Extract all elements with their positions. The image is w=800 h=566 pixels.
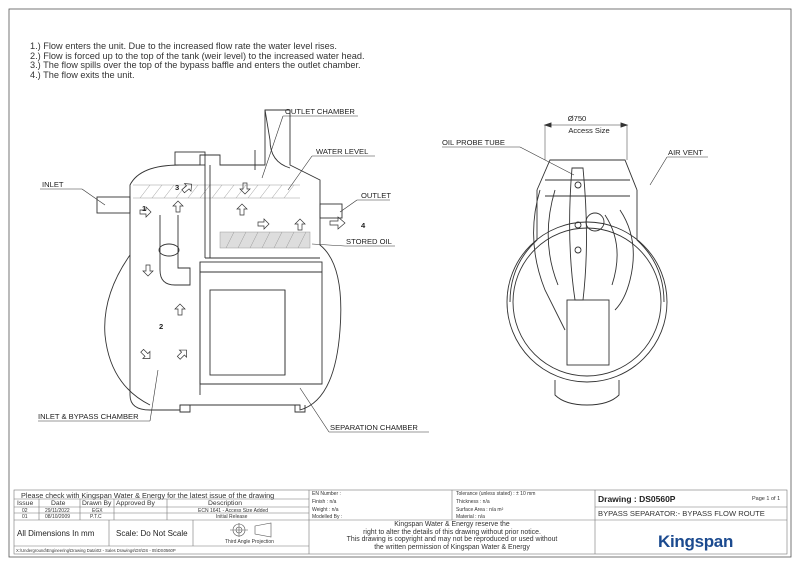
flow-arrows xyxy=(139,182,346,360)
stored-oil-band xyxy=(219,231,311,249)
copyright-notice: Kingspan Water & Energy reserve the righ… xyxy=(309,521,595,551)
flow-step-3: 3 xyxy=(175,183,179,192)
row-1-description: ECN 1641 - Access Size Added xyxy=(198,508,269,514)
end-view xyxy=(442,122,708,406)
brand-name: Kingspan xyxy=(658,532,734,551)
label-separation-chamber: SEPARATION CHAMBER xyxy=(330,423,418,432)
label-inlet-bypass-chamber: INLET & BYPASS CHAMBER xyxy=(38,412,139,421)
header-description: Description xyxy=(208,500,242,507)
row-1-date: 29/11/2022 xyxy=(45,508,70,514)
copyright-line-4: the written permission of Kingspan Water… xyxy=(374,543,530,551)
header-drawn-by: Drawn By xyxy=(82,500,112,507)
header-issue: Issue xyxy=(17,500,34,507)
label-outlet: OUTLET xyxy=(361,191,391,200)
row-2-drawn-by: P.T.C xyxy=(90,514,102,520)
flow-step-4: 4 xyxy=(361,221,366,230)
label-stored-oil: STORED OIL xyxy=(346,237,392,246)
projection-symbol xyxy=(230,522,272,538)
modelled-by: Modelled By : xyxy=(312,514,343,520)
flow-step-2: 2 xyxy=(159,322,163,331)
header-approved-by: Approved By xyxy=(116,500,155,507)
label-air-vent: AIR VENT xyxy=(668,148,703,157)
label-oil-probe-tube: OIL PROBE TUBE xyxy=(442,138,505,147)
material: Material : n/a xyxy=(456,514,485,520)
copyright-line-3: This drawing is copyright and may not be… xyxy=(346,536,558,544)
label-access-size: Access Size xyxy=(568,126,609,135)
note-2: 2.) Flow is forced up to the top of the … xyxy=(30,50,365,61)
row-1-drawn-by: EGX xyxy=(92,508,103,514)
copyright-line-2: right to alter the details of this drawi… xyxy=(363,528,541,536)
dimensions-note: All Dimensions In mm xyxy=(17,529,95,538)
copyright-line-1: Kingspan Water & Energy reserve the xyxy=(394,521,510,528)
weight: Weight : n/a xyxy=(312,507,339,513)
note-1: 1.) Flow enters the unit. Due to the inc… xyxy=(30,41,337,51)
page-number: Page 1 of 1 xyxy=(752,496,781,502)
label-outlet-chamber: OUTLET CHAMBER xyxy=(285,107,355,116)
drawing-title: BYPASS SEPARATOR:- BYPASS FLOW ROUTE xyxy=(598,509,765,518)
side-section-view xyxy=(38,109,429,433)
row-2-date: 08/10/2009 xyxy=(45,514,71,520)
leader-lines xyxy=(38,115,429,433)
label-inlet: INLET xyxy=(42,180,64,189)
title-check-notice: Please check with Kingspan Water & Energ… xyxy=(21,491,275,500)
en-number: EN Number : xyxy=(312,491,341,497)
surface-area: Surface Area : n/a m² xyxy=(456,507,504,513)
row-2-description: Initial Release xyxy=(216,514,248,520)
label-diameter: Ø750 xyxy=(568,114,587,123)
note-4: 4.) The flow exits the unit. xyxy=(30,69,135,80)
projection-label: Third Angle Projection xyxy=(225,539,274,545)
kingspan-logo: Kingspan xyxy=(658,532,733,552)
separator-drawing: OUTLET CHAMBER WATER LEVEL INLET OUTLET … xyxy=(38,107,708,433)
row-1-issue: 02 xyxy=(22,508,28,514)
note-3: 3.) The flow spills over the top of the … xyxy=(30,60,361,71)
flow-step-1: 1 xyxy=(142,204,147,213)
scale-note: Scale: Do Not Scale xyxy=(116,529,188,538)
tolerance: Tolerance (unless stated) : ± 10 mm xyxy=(456,491,536,497)
row-2-issue: 01 xyxy=(22,514,28,520)
thickness: Thickness : n/a xyxy=(456,499,490,505)
header-date: Date xyxy=(51,500,66,507)
flow-notes: 1.) Flow enters the unit. Due to the inc… xyxy=(30,41,365,80)
finish: Finish : n/a xyxy=(312,499,337,505)
label-water-level: WATER LEVEL xyxy=(316,147,368,156)
weir-hatch xyxy=(133,184,300,199)
file-path: X:\Underground\Engineering\Drawing Data\… xyxy=(16,548,176,553)
drawing-number: Drawing : DS0560P xyxy=(598,494,676,504)
